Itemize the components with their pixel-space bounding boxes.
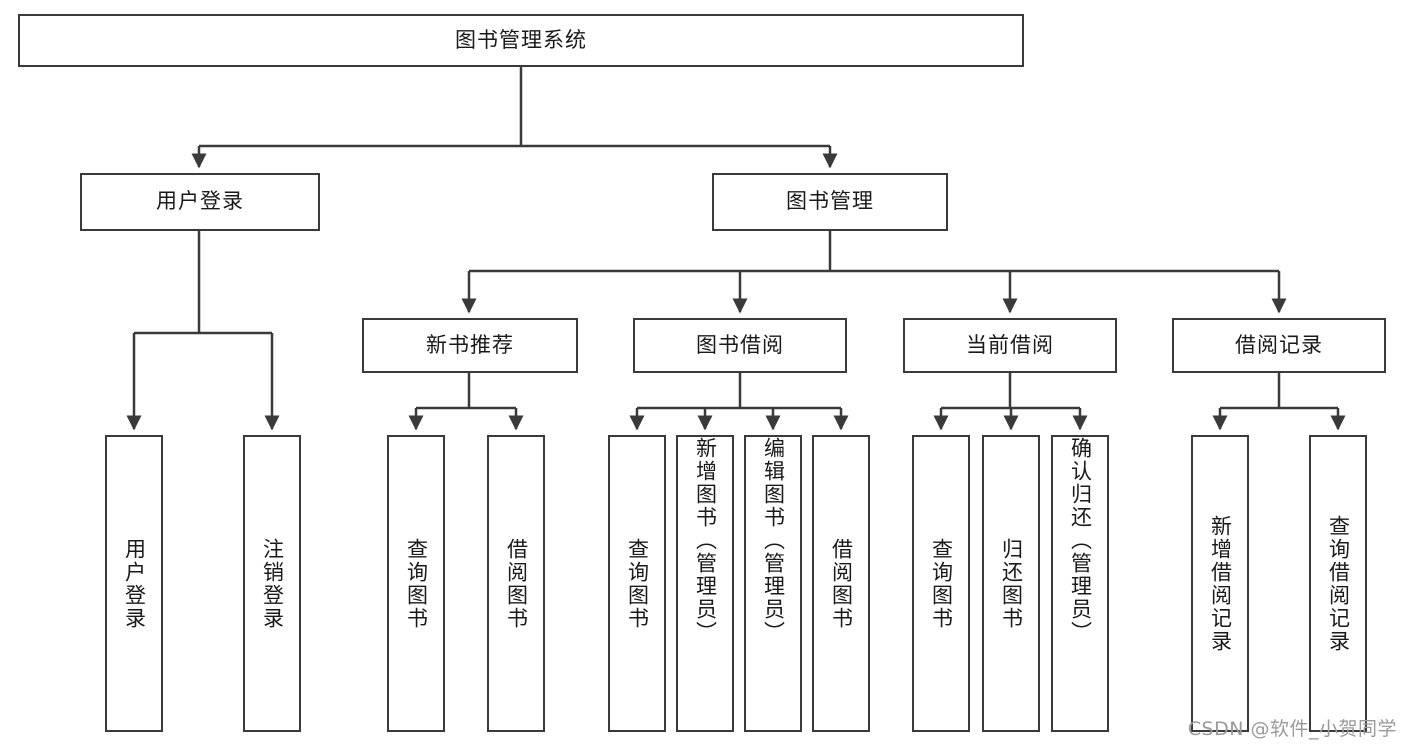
node-leaf-add-book[interactable]: 新增图书（管理员） [676,435,734,732]
node-book-borrow-label: 图书借阅 [696,332,784,357]
node-leaf-confirm-return[interactable]: 确认归还（管理员） [1051,435,1109,732]
node-leaf-confirm-return-label: 确认归还（管理员） [1068,437,1093,644]
node-root-label: 图书管理系统 [455,27,587,52]
node-leaf-borrow-book[interactable]: 借阅图书 [812,435,870,732]
node-book-manage-label: 图书管理 [786,189,874,214]
node-leaf-query-record-label: 查询借阅记录 [1326,514,1351,653]
node-new-book-rec[interactable]: 新书推荐 [362,318,578,373]
node-current-borrow[interactable]: 当前借阅 [903,318,1117,373]
node-new-book-rec-label: 新书推荐 [426,332,514,357]
node-leaf-rec-query-book[interactable]: 查询图书 [387,435,445,732]
node-leaf-return-book-label: 归还图书 [999,537,1024,630]
node-user-login-label: 用户登录 [156,189,244,214]
node-leaf-user-login-label: 用户登录 [122,537,147,630]
node-leaf-return-book[interactable]: 归还图书 [982,435,1040,732]
node-leaf-query-record[interactable]: 查询借阅记录 [1309,435,1367,732]
node-borrow-record-label: 借阅记录 [1235,332,1323,357]
node-leaf-add-record-label: 新增借阅记录 [1208,514,1233,653]
node-leaf-user-login[interactable]: 用户登录 [105,435,163,732]
node-leaf-rec-borrow-book-label: 借阅图书 [504,537,529,630]
node-borrow-record[interactable]: 借阅记录 [1172,318,1386,373]
node-leaf-borrow-query-book[interactable]: 查询图书 [608,435,666,732]
node-leaf-logout[interactable]: 注销登录 [243,435,301,732]
node-leaf-add-record[interactable]: 新增借阅记录 [1191,435,1249,732]
node-leaf-cur-query-book-label: 查询图书 [929,537,954,630]
node-leaf-edit-book[interactable]: 编辑图书（管理员） [744,435,802,732]
node-leaf-add-book-label: 新增图书（管理员） [693,437,718,644]
node-book-borrow[interactable]: 图书借阅 [633,318,847,373]
node-leaf-edit-book-label: 编辑图书（管理员） [761,437,786,644]
node-leaf-logout-label: 注销登录 [260,537,285,630]
node-user-login[interactable]: 用户登录 [80,173,320,231]
node-book-manage[interactable]: 图书管理 [712,173,948,231]
node-root[interactable]: 图书管理系统 [18,14,1024,67]
node-leaf-rec-query-book-label: 查询图书 [404,537,429,630]
node-current-borrow-label: 当前借阅 [966,332,1054,357]
node-leaf-cur-query-book[interactable]: 查询图书 [912,435,970,732]
node-leaf-borrow-query-book-label: 查询图书 [625,537,650,630]
node-leaf-borrow-book-label: 借阅图书 [829,537,854,630]
node-leaf-rec-borrow-book[interactable]: 借阅图书 [487,435,545,732]
